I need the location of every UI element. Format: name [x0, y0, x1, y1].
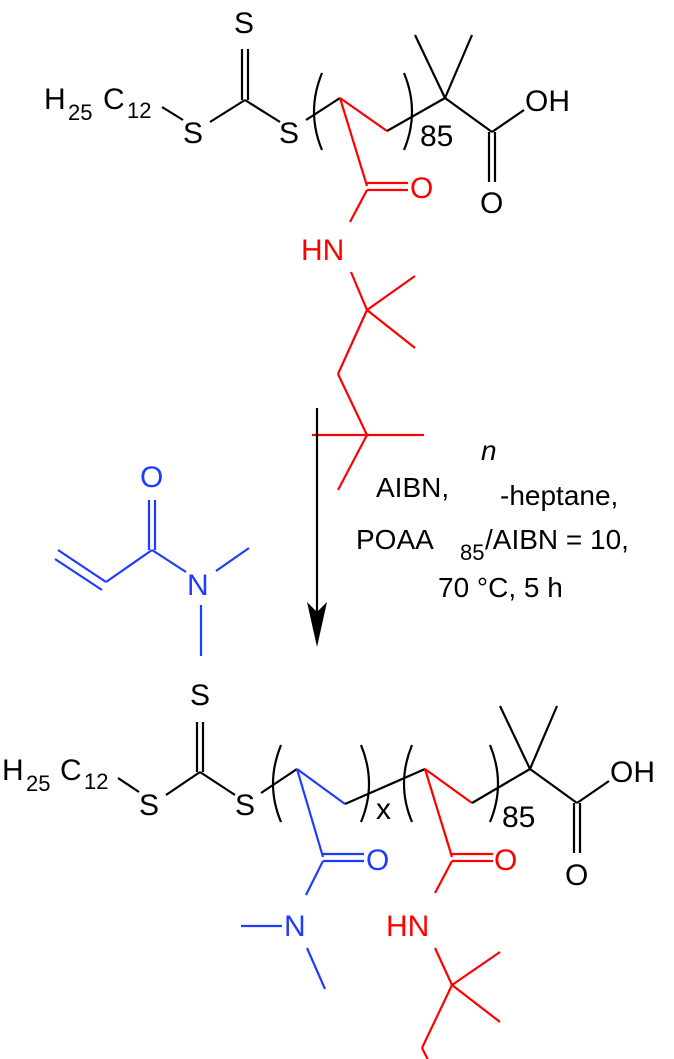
methyl-bond	[215, 547, 250, 572]
repeat-bracket-open	[312, 72, 324, 151]
bond	[117, 777, 140, 793]
methyl-bond	[528, 705, 559, 770]
alkyl-h: H	[44, 83, 66, 116]
sulfur-atom-2: S	[279, 117, 299, 150]
bond	[305, 860, 324, 896]
bond	[421, 1047, 429, 1059]
double-bond	[54, 558, 103, 591]
bond	[305, 97, 341, 121]
bond	[338, 97, 369, 187]
acid-o: O	[480, 187, 503, 220]
dma-oxygen: O	[366, 844, 389, 877]
alkyl-h-subscript: 25	[26, 771, 50, 796]
acid-oh: OH	[525, 85, 570, 118]
alkyl-h-subscript: 25	[68, 100, 92, 125]
bond	[105, 549, 153, 583]
conditions-line2-a: POAA	[356, 524, 434, 555]
repeat-count: 85	[420, 120, 453, 153]
alkyl-c: C	[103, 83, 125, 116]
bond	[337, 434, 368, 491]
oaa-nh: HN	[386, 910, 429, 943]
bond	[366, 275, 416, 311]
bond	[424, 768, 473, 804]
repeat-bracket-close	[402, 72, 414, 151]
bond	[471, 768, 531, 804]
alkyl-c: C	[60, 754, 82, 787]
dma-nitrogen: N	[284, 910, 306, 943]
amide-oxygen: O	[410, 172, 433, 205]
alkyl-c-subscript: 12	[127, 98, 151, 123]
bond	[244, 99, 281, 123]
conditions-line3: 70 °C, 5 h	[438, 572, 563, 603]
bond	[349, 189, 368, 223]
bond	[421, 984, 453, 1049]
methyl-bond	[414, 34, 446, 99]
conditions-line1-b: -heptane,	[500, 480, 618, 511]
repeat-bracket-open-x	[271, 744, 283, 823]
bond	[451, 951, 501, 986]
bond	[491, 109, 525, 133]
reagent-nitrogen: N	[187, 569, 209, 602]
bond	[161, 106, 184, 121]
product: H 25 C 12 S S S x O N 85 O	[2, 679, 655, 1059]
bond	[434, 947, 453, 986]
alkyl-h: H	[2, 754, 24, 787]
sulfur-atom-1: S	[183, 117, 203, 150]
bond	[260, 768, 298, 794]
sulfur-atom-thione: S	[190, 679, 210, 712]
conditions-line2-b: /AIBN = 10,	[485, 524, 629, 555]
acid-oh: OH	[610, 756, 655, 789]
bond	[576, 780, 610, 804]
acid-o: O	[565, 859, 588, 892]
bond	[434, 860, 453, 894]
bond	[151, 549, 187, 573]
bond	[199, 771, 236, 796]
oaa-oxygen: O	[494, 844, 517, 877]
double-bond	[57, 549, 107, 583]
methyl-bond	[499, 705, 531, 770]
bond	[339, 97, 388, 132]
methyl-bond	[443, 34, 474, 99]
bond	[451, 984, 501, 1023]
reagent-oxygen: O	[140, 461, 163, 494]
bond	[296, 768, 346, 805]
repeat-bracket-close-85	[488, 744, 500, 823]
repeat-x: x	[376, 793, 391, 826]
conditions-line1-n: n	[481, 435, 497, 466]
sulfur-atom-thione: S	[234, 7, 254, 40]
bond	[386, 97, 446, 132]
bond	[529, 768, 578, 804]
bond	[337, 373, 368, 436]
bond	[423, 768, 454, 858]
methyl-bond	[305, 947, 327, 990]
conditions-line1-a: AIBN,	[376, 472, 449, 503]
bond	[336, 309, 369, 375]
bond	[366, 309, 416, 349]
sulfur-atom-2: S	[235, 789, 255, 822]
bond	[344, 767, 426, 806]
repeat-bracket-open-85	[402, 744, 414, 823]
amide-nh: HN	[301, 234, 344, 267]
arrow-head-icon	[307, 602, 327, 647]
alkyl-c-subscript: 12	[84, 769, 108, 794]
conditions-line2-sub: 85	[460, 540, 484, 565]
reaction-arrow	[307, 408, 327, 647]
repeat-bracket-close-x	[359, 744, 371, 823]
bond	[209, 99, 246, 123]
bond	[444, 97, 493, 133]
bond	[295, 768, 325, 858]
repeat-85: 85	[502, 801, 535, 834]
reagent-dma: O N	[54, 461, 250, 656]
sulfur-atom-1: S	[139, 789, 159, 822]
starting-material: H 25 C 12 S S S 85 OH O	[44, 7, 570, 491]
bond	[349, 271, 369, 311]
bond	[165, 771, 201, 796]
reaction-conditions: AIBN, n -heptane, POAA 85 /AIBN = 10, 70…	[356, 435, 629, 603]
